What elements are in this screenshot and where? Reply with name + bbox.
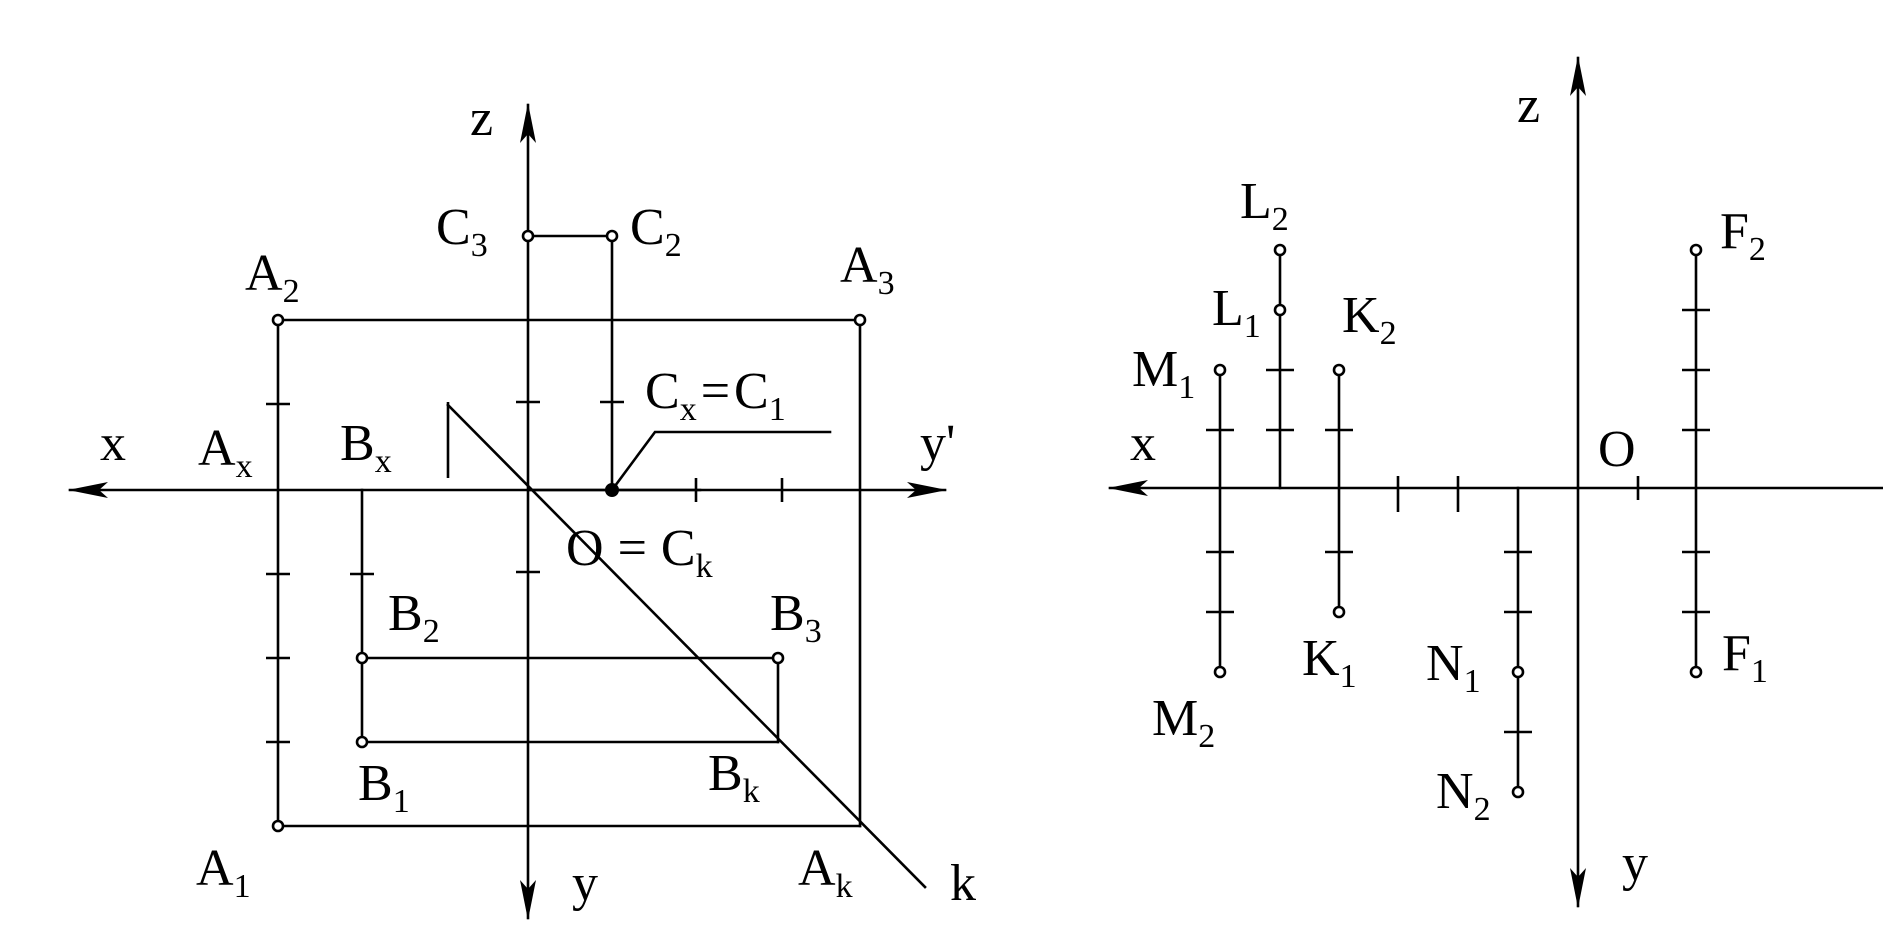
right-y-axis-label: y [1622,835,1648,892]
point-a-construction [266,313,867,833]
label-a1: A1 [196,840,251,905]
right-axis-ticks [1396,476,1640,512]
point-n-construction [1504,486,1532,799]
label-n1: N1 [1426,635,1481,700]
k-line-label: k [950,855,976,912]
label-b2: B2 [388,585,440,650]
label-a2: A2 [245,245,300,310]
point-k-construction [1325,363,1353,619]
label-b1: B1 [358,755,410,820]
left-diagram: x y' z y k A2 A3 Ax A1 Ak Bx B2 B3 B1 Bk… [68,90,976,920]
left-labels: x y' z y k A2 A3 Ax A1 Ak Bx B2 B3 B1 Bk… [100,90,976,912]
label-c3: C3 [436,199,488,264]
label-f1: F1 [1722,625,1768,690]
right-x-axis-label: x [1130,415,1156,472]
label-k1: K1 [1302,630,1357,695]
label-ax: Ax [198,420,253,485]
label-bx: Bx [340,415,392,480]
label-m2: M2 [1152,690,1215,755]
k-line [446,403,927,889]
label-m1: M1 [1132,341,1195,406]
label-n2: N2 [1436,763,1491,828]
z-axis-label: z [470,90,493,147]
right-origin-label: O [1598,421,1636,478]
x-axis-label: x [100,415,126,472]
point-l-construction [1266,243,1294,490]
y-prime-axis-label: y' [920,415,955,472]
right-labels: x z y O L2 L1 K2 K1 M1 M2 N1 N2 F2 F1 [1130,77,1768,892]
label-b3: B3 [770,585,822,650]
label-a3: A3 [840,237,895,302]
point-m-construction [1206,363,1234,679]
point-c-construction [521,229,832,497]
label-f2: F2 [1720,203,1766,268]
label-k2: K2 [1342,287,1397,352]
point-f-construction [1682,243,1710,679]
axis-ticks [446,400,784,574]
label-o-eq-ck: O=Ck [566,520,713,585]
label-c2: C2 [630,199,682,264]
label-l2: L2 [1240,173,1289,238]
label-l1: L1 [1212,280,1261,345]
label-ak: Ak [798,840,853,905]
label-bk: Bk [708,745,760,810]
y-axis-label: y [572,855,598,912]
right-z-axis-label: z [1517,77,1540,134]
right-diagram: x z y O L2 L1 K2 K1 M1 M2 N1 N2 F2 F1 [1108,56,1883,908]
point-b-construction [350,488,785,749]
label-cx-eq-c1: Cx=C1 [645,363,786,428]
